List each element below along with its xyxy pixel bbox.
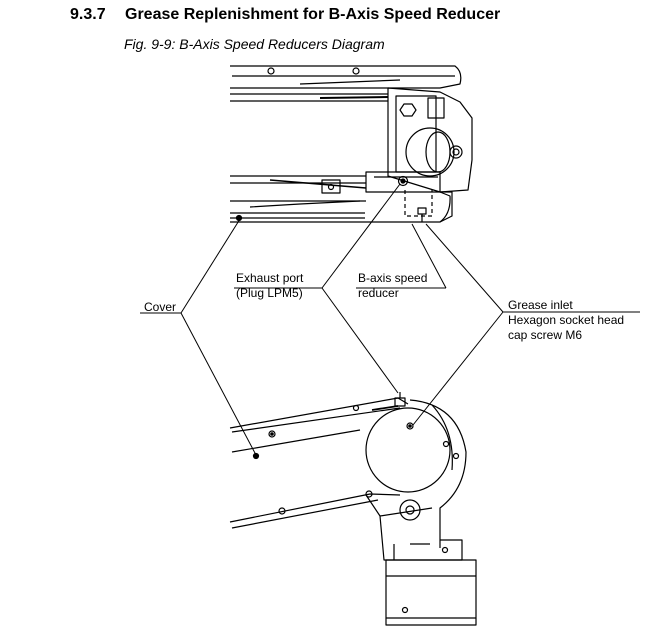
grease-inlet-label: Grease inlet Hexagon socket head cap scr… [508,298,624,343]
section-number: 9.3.7 [70,6,106,23]
bottom-view-joint [365,392,477,626]
cover-label: Cover [144,300,177,314]
top-view-joint-housing [365,87,473,223]
exhaust-port-label: Exhaust port (Plug LPM5) [236,271,303,301]
grease-inlet-line2: Hexagon socket head [508,313,625,327]
reducer-line2: reducer [358,286,399,300]
exhaust-port-line2: (Plug LPM5) [236,286,303,300]
section-title: Grease Replenishment for B-Axis Speed Re… [125,6,501,23]
figure-caption: Fig. 9-9: B-Axis Speed Reducers Diagram [124,36,385,52]
callout-lines [140,183,640,456]
section-heading: 9.3.7 Grease Replenishment for B-Axis Sp… [0,6,672,28]
top-view-arm [230,65,462,223]
reducer-line1: B-axis speed [358,271,428,285]
grease-inlet-line3: cap screw M6 [508,328,583,342]
grease-inlet-line1: Grease inlet [508,298,573,312]
exhaust-port-line1: Exhaust port [236,271,304,285]
reducer-label: B-axis speed reducer [358,271,427,301]
